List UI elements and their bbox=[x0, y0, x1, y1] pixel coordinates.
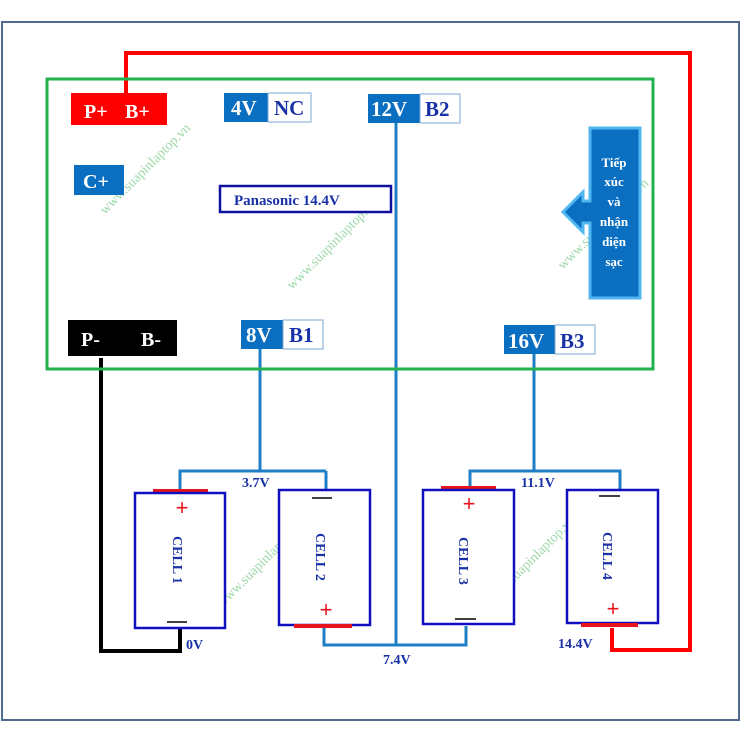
charge-note-line: Tiếp bbox=[601, 155, 626, 170]
charge-note-line: nhận bbox=[600, 214, 629, 229]
cell-label: CELL 2 bbox=[312, 533, 327, 581]
model-label-text: Panasonic 14.4V bbox=[234, 193, 340, 209]
p-minus-label: P- bbox=[81, 329, 100, 351]
positive-terminal-icon: + bbox=[607, 596, 620, 621]
charge-note-line: xúc bbox=[604, 174, 624, 189]
cell-3: + CELL 3 bbox=[421, 486, 516, 626]
positive-wire bbox=[124, 51, 692, 652]
tap-voltage: 16V bbox=[508, 329, 544, 353]
cell-label: CELL 4 bbox=[599, 532, 614, 580]
positive-terminal-icon: + bbox=[176, 495, 189, 520]
b-minus-label: B- bbox=[141, 329, 161, 351]
charge-note-line: diện bbox=[602, 234, 627, 249]
p-minus-b-minus-pad: P- B- bbox=[68, 320, 177, 356]
cell-1: + CELL 1 bbox=[133, 489, 227, 630]
tap-name: NC bbox=[274, 96, 304, 120]
tap-8v-b1: 8V B1 bbox=[241, 319, 324, 350]
charge-note-line: sạc bbox=[605, 254, 623, 269]
tap-voltage: 12V bbox=[371, 97, 407, 121]
charge-note-line: và bbox=[608, 194, 622, 209]
c-plus-pad: C+ bbox=[74, 165, 124, 195]
tap-name: B1 bbox=[289, 323, 314, 347]
tap-4v-nc: 4V NC bbox=[224, 92, 312, 123]
cell-2: + CELL 2 bbox=[277, 488, 372, 628]
cell-4: + CELL 4 bbox=[565, 488, 660, 627]
node-voltage-3-7v: 3.7V bbox=[242, 476, 270, 491]
node-voltage-7-4v: 7.4V bbox=[383, 653, 411, 668]
cell-label: CELL 1 bbox=[169, 536, 184, 584]
tap-voltage: 4V bbox=[231, 96, 257, 120]
node-voltage-14-4v: 14.4V bbox=[558, 637, 593, 652]
outer-frame bbox=[1, 21, 740, 721]
node-voltage-0v: 0V bbox=[186, 638, 203, 653]
balance-wires bbox=[178, 122, 622, 647]
positive-terminal-icon: + bbox=[320, 597, 333, 622]
tap-16v-b3: 16V B3 bbox=[504, 324, 596, 355]
tap-voltage: 8V bbox=[246, 323, 272, 347]
b-plus-label: B+ bbox=[125, 101, 150, 123]
model-label: Panasonic 14.4V bbox=[218, 184, 393, 214]
b3-node-wire bbox=[534, 469, 622, 490]
p-plus-b-plus-pad: P+ B+ bbox=[71, 93, 167, 125]
bms-board bbox=[45, 77, 655, 371]
c-plus-label: C+ bbox=[83, 171, 109, 193]
tap-name: B3 bbox=[560, 329, 585, 353]
b2-node-wire bbox=[322, 626, 468, 647]
tap-name: B2 bbox=[425, 97, 450, 121]
tap-12v-b2: 12V B2 bbox=[368, 93, 461, 124]
b3-wire bbox=[468, 352, 536, 488]
positive-terminal-icon: + bbox=[463, 491, 476, 516]
cell-label: CELL 3 bbox=[455, 537, 470, 585]
node-voltage-11-1v: 11.1V bbox=[521, 476, 555, 491]
b1-wire bbox=[178, 348, 262, 490]
negative-wire bbox=[99, 358, 182, 653]
charge-detect-callout: Tiếp xúc và nhận diện sạc bbox=[560, 126, 642, 300]
arrow-left-icon bbox=[560, 126, 642, 300]
p-plus-label: P+ bbox=[84, 101, 108, 123]
